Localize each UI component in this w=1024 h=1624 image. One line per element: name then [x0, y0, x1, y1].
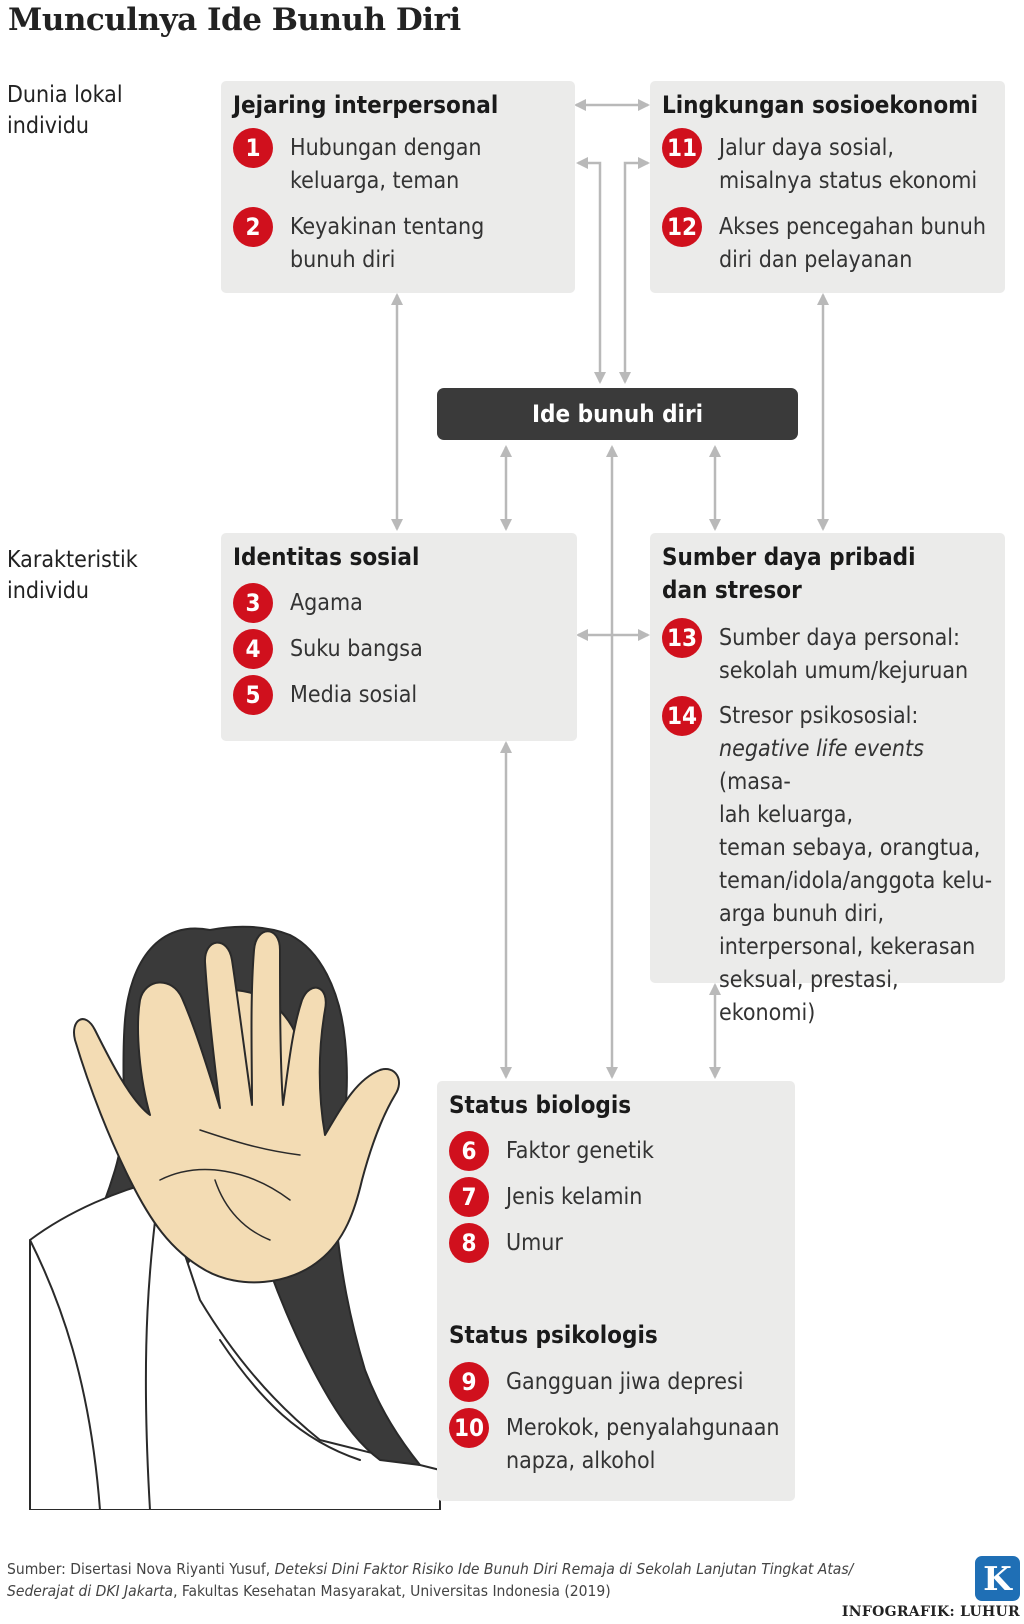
- woman-hand-illustration: [29, 925, 441, 1510]
- box-identitas-sosial: Identitas sosial 3 Agama 4 Suku bangsa 5…: [221, 533, 577, 741]
- factor-item: 9 Gangguan jiwa depresi: [449, 1362, 789, 1402]
- factor-item: 2 Keyakinan tentang bunuh diri: [233, 207, 569, 277]
- box-status-biologis-psikologis: Status biologis 6 Faktor genetik 7 Jenis…: [437, 1081, 795, 1501]
- factor-item: 4 Suku bangsa: [233, 629, 571, 669]
- sweater-shape: [29, 1179, 441, 1510]
- factor-item: 11 Jalur daya sosial, misalnya status ek…: [662, 128, 999, 198]
- number-badge: 7: [449, 1177, 489, 1217]
- number-badge: 4: [233, 629, 273, 669]
- number-badge: 2: [233, 207, 273, 247]
- number-badge: 1: [233, 128, 273, 168]
- page-title: Munculnya Ide Bunuh Diri: [8, 2, 461, 38]
- center-node-ide-bunuh-diri: Ide bunuh diri: [437, 388, 798, 440]
- number-badge: 8: [449, 1223, 489, 1263]
- number-badge: 11: [662, 128, 702, 168]
- number-badge: 6: [449, 1131, 489, 1171]
- box-jejaring-interpersonal: Jejaring interpersonal 1 Hubungan dengan…: [221, 81, 575, 293]
- box-title: Sumber daya pribadi dan stresor: [662, 543, 916, 604]
- factor-item: 10 Merokok, penyalahgunaan napza, alkoho…: [449, 1408, 789, 1478]
- box-title: Lingkungan sosioekonomi: [662, 91, 979, 119]
- box-sumber-daya-pribadi: Sumber daya pribadi dan stresor 13 Sumbe…: [650, 533, 1005, 1026]
- box-title: Status biologis: [449, 1091, 632, 1119]
- box-lingkungan-sosioekonomi: Lingkungan sosioekonomi 11 Jalur daya so…: [650, 81, 1005, 293]
- factor-item: 13 Sumber daya personal: sekolah umum/ke…: [662, 618, 999, 688]
- factor-item: 7 Jenis kelamin: [449, 1177, 789, 1217]
- factor-item: 3 Agama: [233, 583, 571, 623]
- factor-item: 1 Hubungan dengan keluarga, teman: [233, 128, 569, 198]
- kompas-logo: K: [975, 1556, 1020, 1601]
- factor-item: 8 Umur: [449, 1223, 789, 1263]
- row-label-individual-characteristics: Karakteristik individu: [7, 547, 138, 604]
- number-badge: 13: [662, 618, 702, 658]
- infographic-credit: INFOGRAFIK: LUHUR: [841, 1604, 1020, 1620]
- number-badge: 10: [449, 1408, 489, 1448]
- number-badge: 5: [233, 675, 273, 715]
- box-title-psikologis: Status psikologis: [449, 1321, 658, 1349]
- arrow-center-interpersonal: [576, 157, 606, 384]
- hand-shape: [73, 930, 400, 1284]
- source-citation: Sumber: Disertasi Nova Riyanti Yusuf, De…: [7, 1560, 854, 1600]
- number-badge: 3: [233, 583, 273, 623]
- box-title: Identitas sosial: [233, 543, 420, 571]
- arrow-center-sosioekonomi: [619, 157, 650, 384]
- factor-item: 14 Stresor psikososial: negative life ev…: [662, 696, 999, 1026]
- factor-item: 12 Akses pencegahan bunuh diri dan pelay…: [662, 207, 999, 277]
- row-label-local-world: Dunia lokal individu: [7, 82, 123, 139]
- box-title: Jejaring interpersonal: [233, 91, 499, 119]
- factor-item: 6 Faktor genetik: [449, 1131, 789, 1171]
- factor-item: 5 Media sosial: [233, 675, 571, 715]
- number-badge: 9: [449, 1362, 489, 1402]
- number-badge: 14: [662, 696, 702, 736]
- number-badge: 12: [662, 207, 702, 247]
